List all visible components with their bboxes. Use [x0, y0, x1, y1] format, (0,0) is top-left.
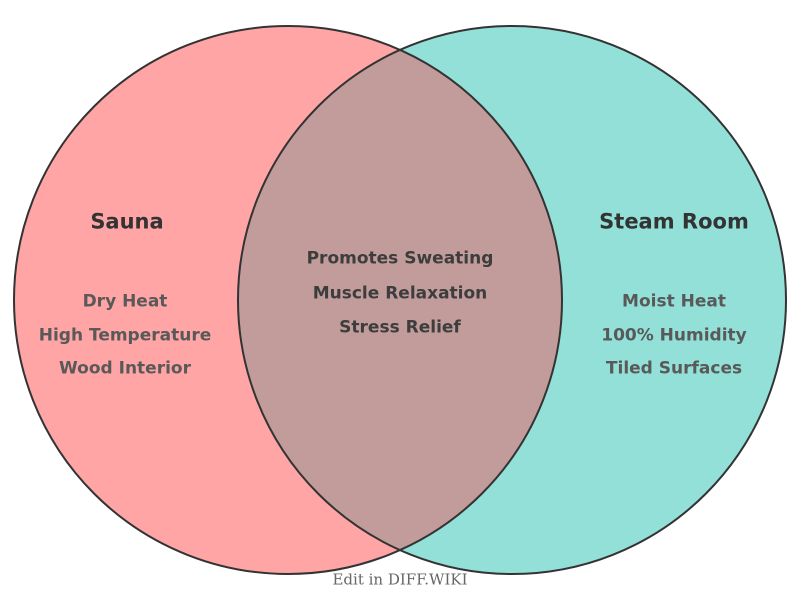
- overlap-region: [237, 49, 563, 551]
- steam-room-item-moist-heat: Moist Heat: [622, 291, 726, 312]
- steam-room-title: Steam Room: [599, 209, 749, 234]
- sauna-title: Sauna: [90, 209, 164, 234]
- overlap-item-muscle-relaxation: Muscle Relaxation: [312, 283, 488, 304]
- edit-in-diffwiki-link[interactable]: Edit in DIFF.WIKI: [332, 570, 468, 589]
- steam-room-item-tiled-surfaces: Tiled Surfaces: [605, 358, 743, 379]
- steam-room-item-100-humidity: 100% Humidity: [601, 325, 747, 346]
- sauna-item-dry-heat: Dry Heat: [82, 291, 168, 312]
- steam-room-circle-outline: [237, 25, 787, 575]
- sauna-circle-outline: [13, 25, 563, 575]
- overlap-item-stress-relief: Stress Relief: [339, 317, 461, 338]
- sauna-item-high-temperature: High Temperature: [38, 325, 212, 346]
- overlap-item-promotes-sweating: Promotes Sweating: [306, 248, 494, 269]
- sauna-item-wood-interior: Wood Interior: [59, 358, 191, 379]
